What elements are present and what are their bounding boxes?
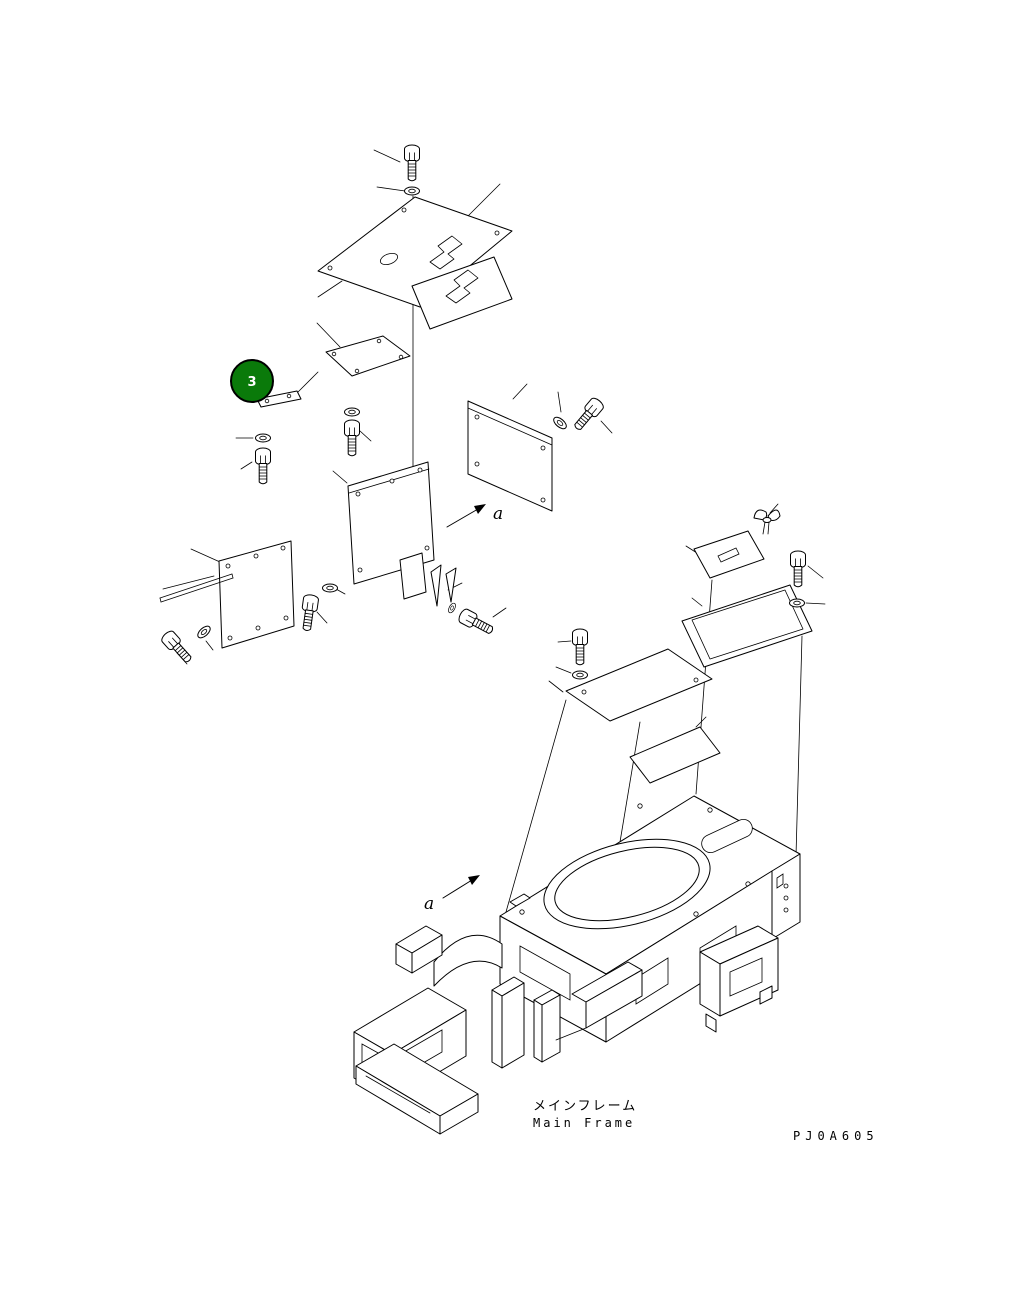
washer: [322, 583, 338, 593]
frame-right-face: [771, 853, 801, 940]
right-cover-plate: [681, 584, 813, 668]
hex-bolt: [159, 628, 196, 667]
washer: [789, 598, 805, 608]
frame-pillars: [491, 976, 561, 1069]
bracket-part: [256, 390, 302, 408]
main-frame: [353, 795, 801, 1135]
left-panel: [218, 540, 295, 649]
shim-plates: [430, 564, 457, 607]
frame-label: メインフレーム Main Frame: [533, 1099, 637, 1130]
small-cover-plate: [325, 335, 411, 377]
frame-label-jp: メインフレーム: [533, 1099, 637, 1114]
washer: [404, 186, 420, 196]
cover-plates: [159, 196, 813, 784]
washer: [195, 623, 213, 641]
washer: [344, 407, 360, 417]
callout-circle[interactable]: [230, 359, 274, 403]
hex-bolt: [790, 550, 806, 588]
wing-bolt: [753, 509, 781, 535]
section-label-a-top: a: [493, 504, 503, 524]
hex-bolt: [456, 607, 497, 639]
drawing-number: PJ0A605: [793, 1129, 879, 1143]
frame-small-box: [395, 925, 443, 974]
hex-bolt: [344, 419, 360, 457]
hex-bolt: [404, 144, 420, 182]
leader-lines: [162, 149, 826, 913]
washer: [255, 433, 271, 443]
trim-strip: [159, 573, 234, 603]
hex-bolt: [572, 628, 588, 666]
hex-bolt: [298, 593, 320, 632]
middle-cover-plate: [565, 648, 713, 722]
frame-step: [555, 961, 643, 1041]
top-cover-plate: [317, 196, 513, 308]
under-sheet-plate: [411, 256, 513, 330]
hex-bolt: [570, 395, 606, 434]
frame-saddle: [433, 934, 503, 987]
frame-bottom-skid: [355, 1043, 479, 1135]
frame-right-box: [699, 925, 779, 1033]
washer: [572, 670, 588, 680]
center-panel: [347, 461, 435, 600]
washer: [551, 414, 569, 432]
hex-bolt: [255, 447, 271, 485]
lower-cover-plate: [629, 726, 721, 784]
part-callout-3[interactable]: 3: [230, 359, 274, 403]
slotted-plate: [693, 530, 765, 579]
callout-number: 3: [247, 375, 256, 390]
washer: [446, 601, 458, 615]
section-arrow-a-bottom: a: [424, 875, 480, 914]
right-side-panel: [467, 400, 553, 512]
section-arrow-a-top: a: [446, 504, 503, 528]
frame-label-en: Main Frame: [533, 1116, 635, 1130]
section-label-a-bottom: a: [424, 894, 434, 914]
